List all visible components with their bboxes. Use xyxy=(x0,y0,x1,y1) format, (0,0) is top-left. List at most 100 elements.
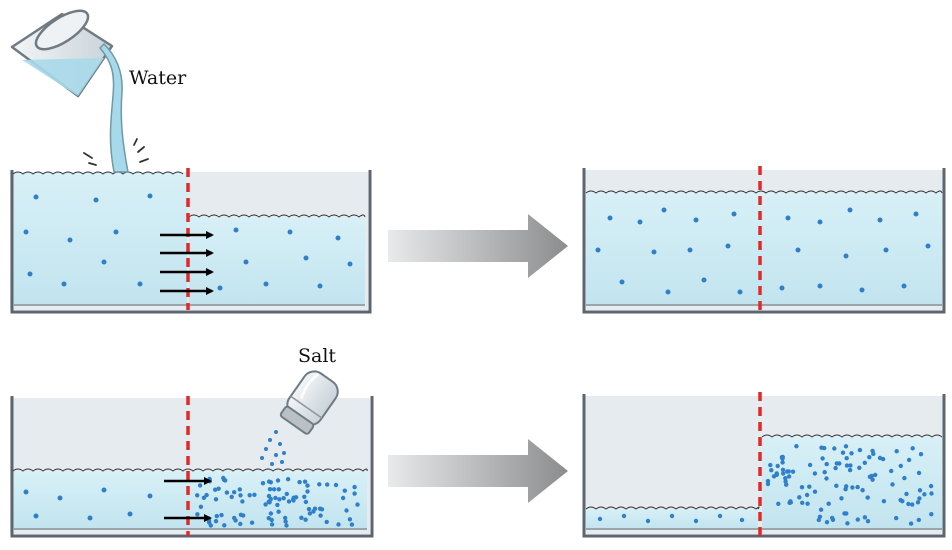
salt-particle xyxy=(197,483,203,488)
salt-particle xyxy=(285,477,291,482)
beaker-icon xyxy=(10,9,149,173)
salt-particle xyxy=(812,489,818,494)
salt-particle xyxy=(780,467,786,472)
water-surface-right xyxy=(188,214,366,218)
water-equal-level xyxy=(586,193,942,305)
tank-top-left xyxy=(10,168,372,314)
water-left-low xyxy=(586,509,758,529)
salt-particle xyxy=(219,512,224,518)
salt-particle xyxy=(847,467,853,473)
salt-particle xyxy=(291,498,296,503)
salt-particle xyxy=(284,491,289,497)
salt-particle xyxy=(922,492,927,497)
salt-particle xyxy=(917,496,922,501)
salt-particle xyxy=(916,470,922,476)
salt-particle xyxy=(918,452,924,457)
salt-particle xyxy=(269,517,274,523)
salt-particle xyxy=(276,487,281,492)
salt-particle xyxy=(855,517,860,522)
salt-particle xyxy=(303,499,309,505)
salt-particle xyxy=(276,509,281,514)
salt-particle xyxy=(910,502,915,507)
salt-particle xyxy=(869,473,874,479)
salt-particle xyxy=(862,515,868,520)
salt-particle xyxy=(305,489,310,494)
salt-particle xyxy=(826,501,831,506)
salt-particle xyxy=(843,444,849,449)
salt-particle xyxy=(799,485,805,490)
process-arrow-top xyxy=(388,214,568,278)
salt-particle xyxy=(837,461,842,466)
salt-particle xyxy=(302,494,307,499)
salt-particle xyxy=(275,478,281,483)
salt-particle xyxy=(860,488,865,493)
salt-particle xyxy=(232,490,237,495)
salt-particle xyxy=(894,449,899,454)
salt-particles xyxy=(765,444,934,526)
salt-particle xyxy=(305,483,310,488)
salt-particle xyxy=(820,456,825,461)
salt-particle xyxy=(812,471,818,476)
salt-particle xyxy=(805,501,810,506)
salt-particle xyxy=(857,465,862,470)
salt-particle xyxy=(774,471,779,476)
salt-particle xyxy=(273,495,278,501)
salt-label: Salt xyxy=(298,345,336,367)
process-arrow-bottom xyxy=(388,439,568,503)
salt-particle xyxy=(299,515,304,520)
salt-particle xyxy=(266,493,272,499)
salt-particle xyxy=(286,499,292,504)
water-right-compartment xyxy=(189,217,365,305)
salt-particle xyxy=(263,502,268,507)
particles xyxy=(23,487,153,521)
salt-particle xyxy=(889,468,894,474)
salt-particle xyxy=(266,479,272,484)
salt-particle xyxy=(238,512,244,517)
salt-particle xyxy=(794,444,799,449)
water-left-compartment xyxy=(13,172,187,305)
salt-particle xyxy=(784,482,789,487)
salt-particle xyxy=(267,487,273,492)
salt-particle xyxy=(307,511,313,516)
salt-particle xyxy=(352,484,357,490)
salt-particle xyxy=(269,522,275,527)
salt-particle xyxy=(347,517,353,522)
salt-particle xyxy=(349,522,355,527)
salt-particle xyxy=(340,495,346,501)
salt-particle xyxy=(894,515,899,521)
salt-particle xyxy=(824,476,829,481)
salt-particle xyxy=(880,456,886,462)
salt-particle xyxy=(232,515,237,521)
salt-particle xyxy=(325,482,330,487)
salt-particle xyxy=(221,475,226,481)
salt-particle xyxy=(908,521,914,526)
salt-particle xyxy=(352,491,357,496)
salt-particle xyxy=(928,483,934,489)
salt-particle xyxy=(195,493,200,498)
salt-particle xyxy=(240,499,245,504)
salt-particle xyxy=(765,478,771,484)
salt-particle xyxy=(781,471,786,476)
salt-particles xyxy=(195,475,360,528)
salt-particle xyxy=(844,511,849,516)
salt-particle xyxy=(238,493,243,498)
salt-shaker-icon xyxy=(260,370,339,466)
salt-particle xyxy=(769,468,774,473)
salt-particle xyxy=(840,450,846,455)
salt-particle xyxy=(881,499,887,504)
salt-particle xyxy=(824,461,829,467)
salt-particle xyxy=(237,487,242,492)
salt-particle xyxy=(870,477,875,482)
water-surface-left xyxy=(585,506,760,510)
water-label: Water xyxy=(129,67,187,89)
salt-particle xyxy=(818,507,824,512)
salt-particle xyxy=(786,474,792,479)
salt-particle xyxy=(783,476,788,481)
salt-particle xyxy=(281,496,286,501)
salt-particle xyxy=(788,499,793,504)
salt-particle xyxy=(324,519,329,525)
salt-particle xyxy=(845,521,850,526)
salt-particle xyxy=(844,484,849,489)
salt-particle xyxy=(816,517,821,523)
